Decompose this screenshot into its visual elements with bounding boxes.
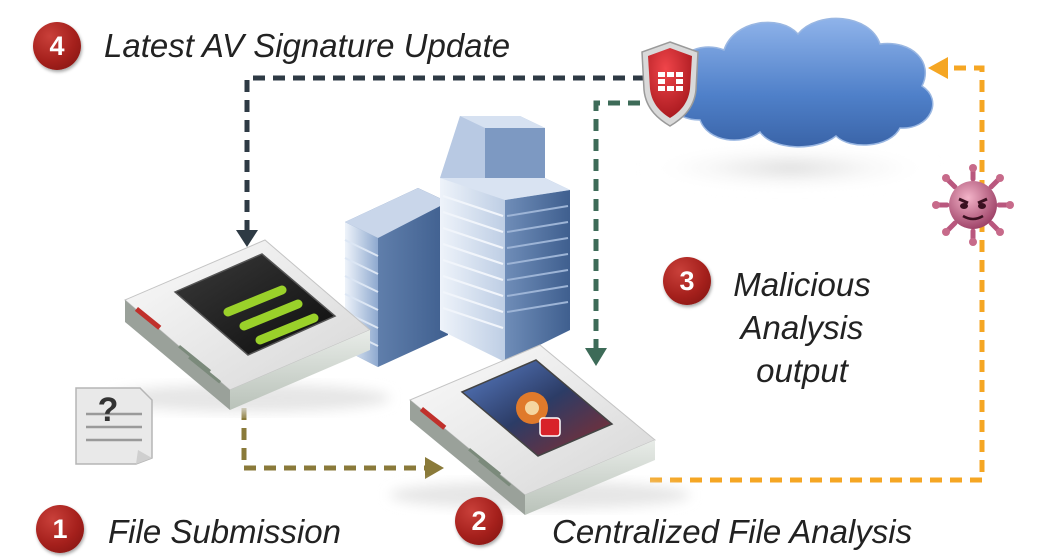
arrow-signature-update-head	[236, 230, 258, 247]
step-4-badge: 4	[33, 22, 81, 70]
step-3-label: Malicious Analysis output	[712, 265, 892, 391]
shield-icon	[641, 41, 699, 127]
cloud-icon	[640, 17, 940, 190]
step-3-label-line-3: output	[756, 352, 848, 389]
step-3-badge: 3	[663, 257, 711, 305]
step-2-label: Centralized File Analysis	[552, 513, 913, 550]
arrow-analysis-to-box	[593, 100, 660, 350]
step-1-badge: 1	[36, 505, 84, 553]
step-4-label: Latest AV Signature Update	[104, 27, 511, 64]
step-2-badge: 2	[455, 497, 503, 545]
document-icon: ?	[75, 387, 153, 465]
step-1-label: File Submission	[108, 513, 341, 550]
virus-icon	[932, 164, 1014, 246]
building-icon	[344, 116, 570, 367]
arrow-signature-update	[244, 75, 645, 232]
document-question-mark: ?	[98, 391, 119, 429]
step-3-label-line-1: Malicious	[733, 266, 871, 303]
arrow-file-submission-head	[425, 457, 444, 479]
sandbox-appliance-icon	[390, 344, 690, 515]
step-3-label-line-2: Analysis	[740, 309, 864, 346]
arrow-file-submission	[241, 408, 428, 471]
arrow-analysis-to-box-head	[585, 348, 607, 366]
arrow-cloud-feedback	[650, 65, 985, 483]
firewall-appliance-icon	[110, 239, 390, 412]
arrow-cloud-feedback-head	[928, 57, 948, 79]
